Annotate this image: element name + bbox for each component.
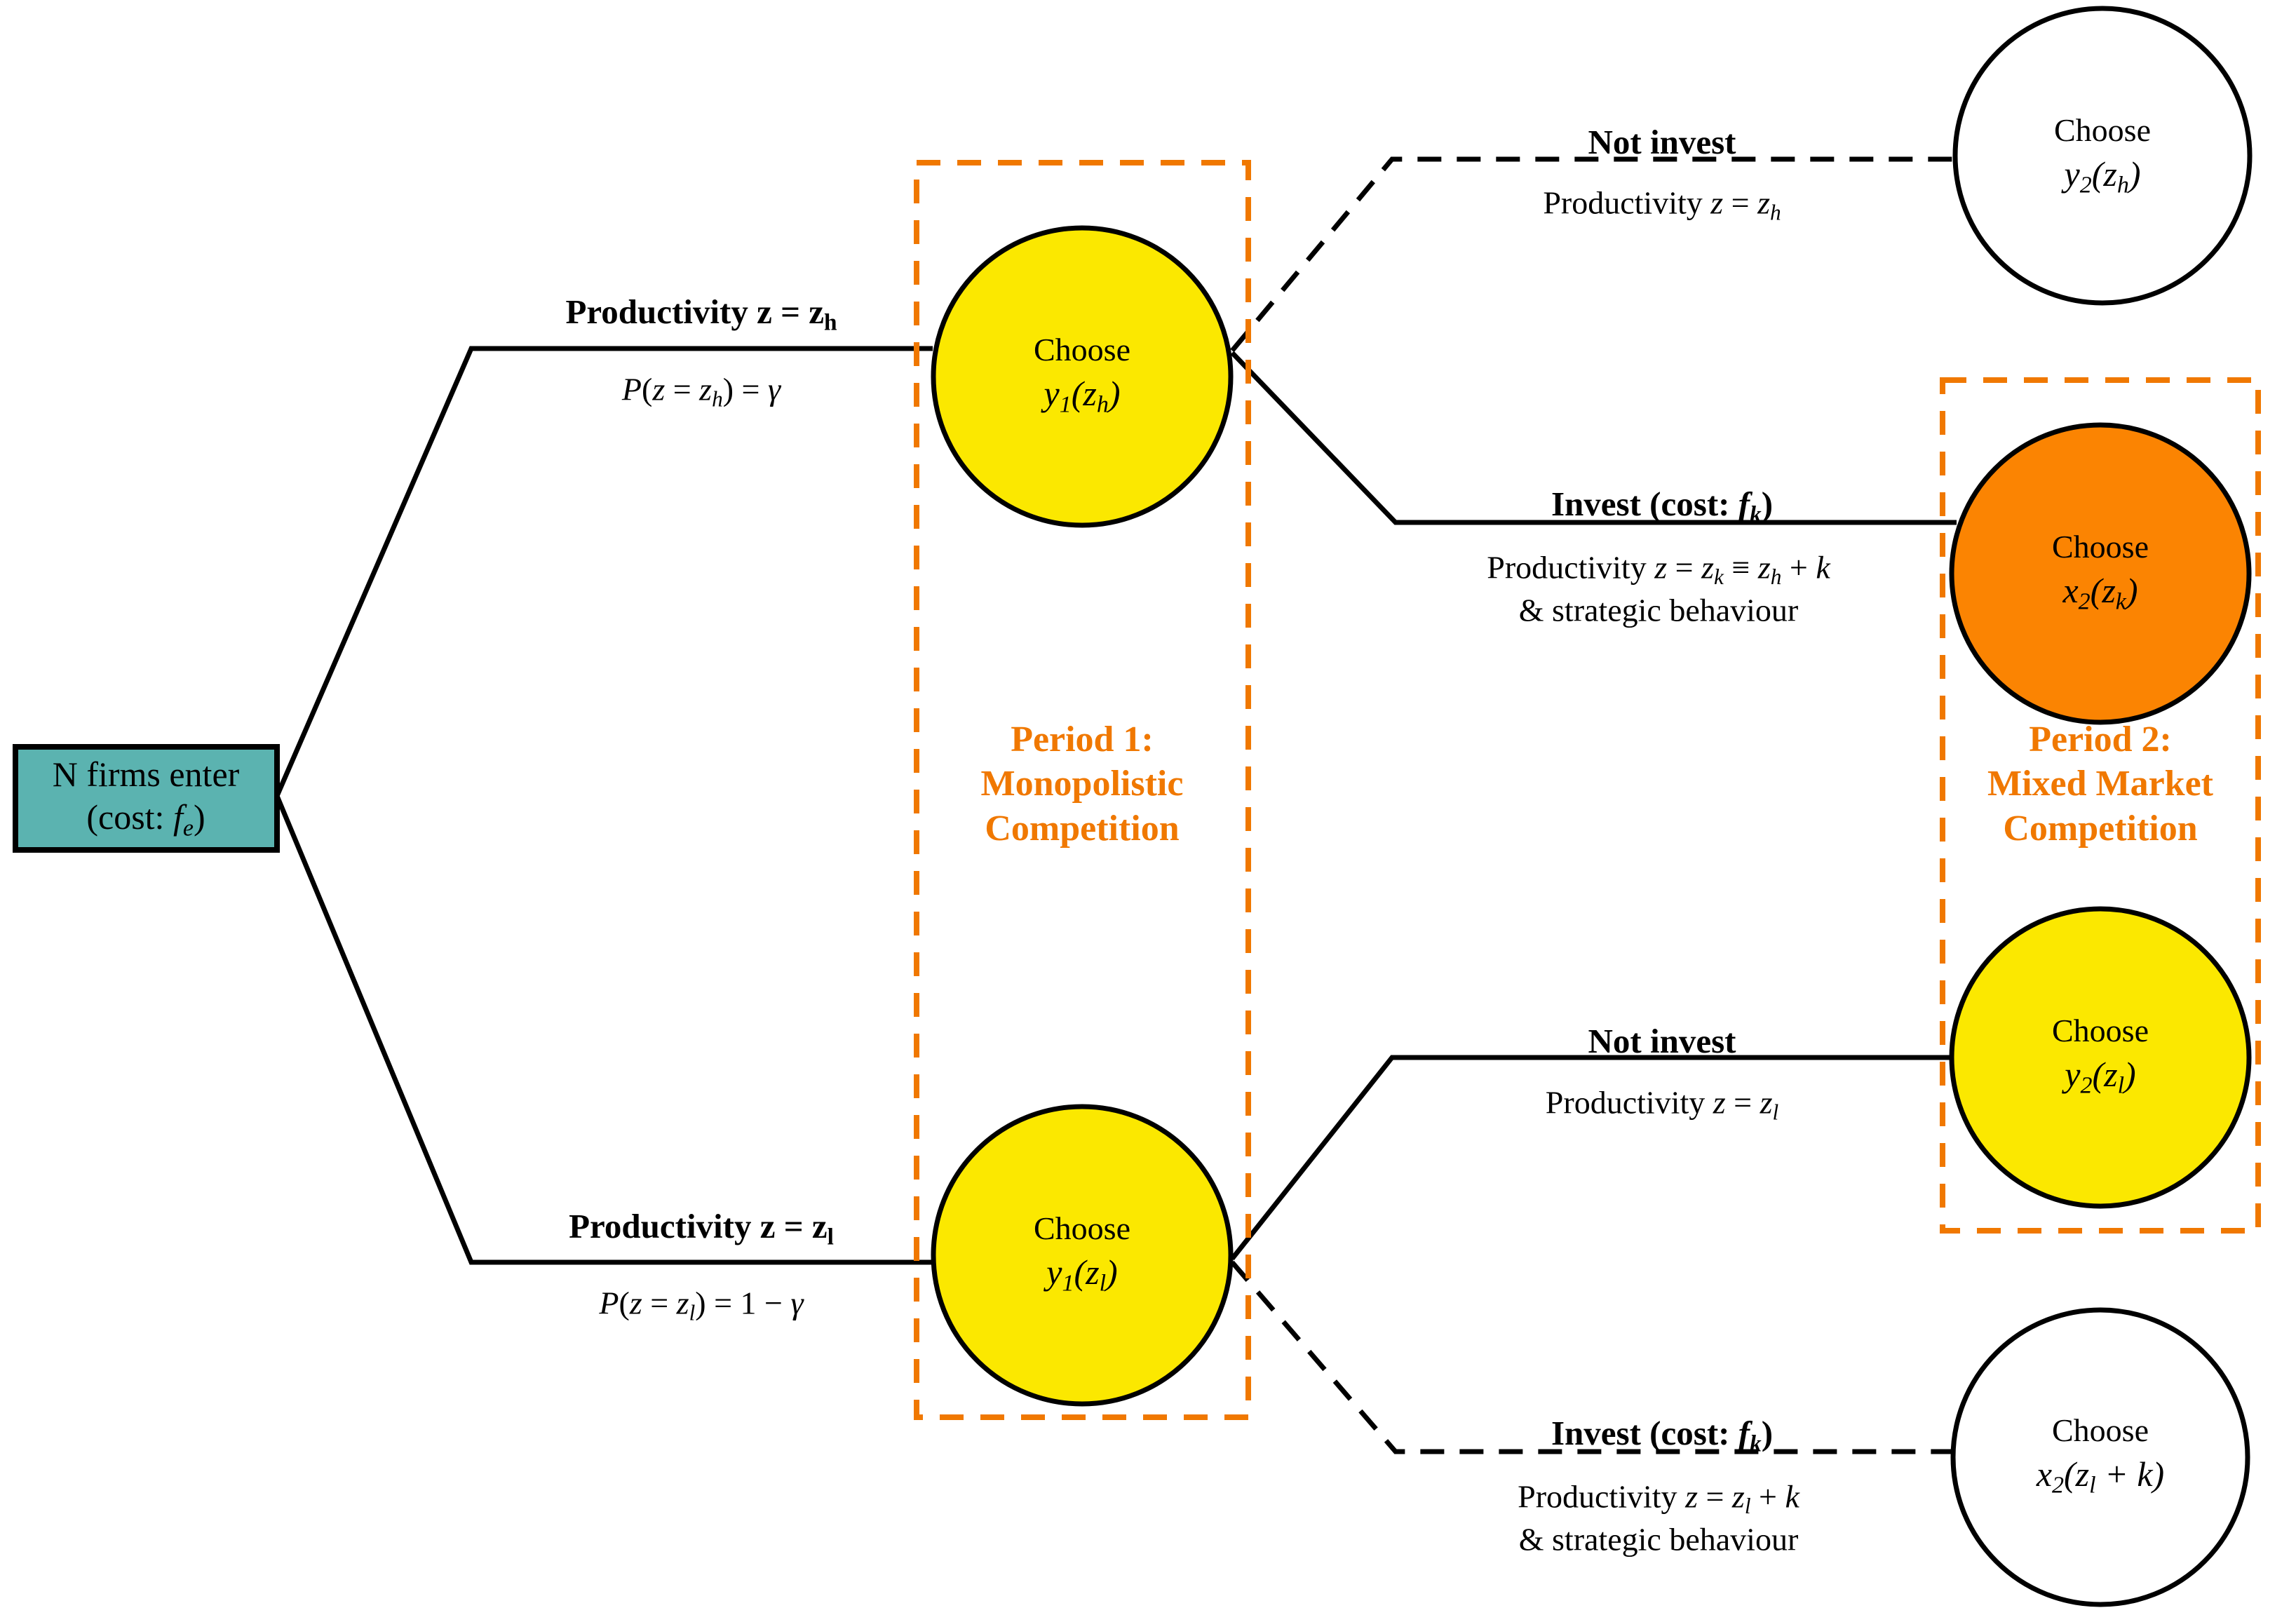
node-x2-zk-label: Choose x2(zk) [2052,528,2149,616]
node-y2-zh-label: Choose y2(zh) [2054,112,2151,200]
edge-high-productivity-bottom-label: P(z = zh) = γ [621,371,781,412]
edge-high-invest-bottom-label: Productivity z = zk ≡ zh + k & strategic… [1487,549,1830,628]
entry-box-line1: N firms enter [52,755,240,795]
edge-high-invest-top-label: Invest (cost: fk) [1551,485,1774,528]
node-y2-zl-choose: Choose [2052,1013,2149,1049]
edge-high-productivity-line [274,346,933,797]
edge-low-not-invest-line [1230,1055,1964,1261]
node-y1-zh-label: Choose y1(zh) [1034,331,1130,419]
node-y2-zl-label: Choose y2(zl) [2052,1012,2149,1100]
period-2-line3: Competition [2003,808,2198,849]
node-y1-zl-label: Choose y1(zl) [1034,1210,1130,1298]
node-y2-zh-shape[interactable] [1952,6,2253,306]
entry-box-label: N firms enter (cost: fe) [53,753,240,843]
node-x2-zl-k-shape[interactable] [1950,1307,2250,1607]
edge-high-invest-line [1230,351,1957,525]
node-x2-zl-k-math: x2(zl + k) [2036,1454,2165,1499]
node-x2-zk-math: x2(zk) [2062,571,2138,615]
node-x2-zk-choose: Choose [2052,529,2149,565]
period-1-label: Period 1: Monopolistic Competition [981,717,1184,851]
period-1-box [914,160,1251,1420]
node-x2-zl-k-label: Choose x2(zl + k) [2037,1412,2164,1500]
period-2-box [1940,377,2261,1234]
period-1-line2: Monopolistic [980,764,1184,804]
edge-high-not-invest-top-label: Not invest [1588,123,1736,162]
node-y2-zh-math: y2(zh) [2064,154,2141,198]
period-1-line3: Competition [985,808,1180,849]
node-x2-zl-k-choose: Choose [2051,1412,2149,1449]
node-y2-zh-choose: Choose [2054,112,2151,149]
edge-low-not-invest-top-label: Not invest [1588,1022,1736,1061]
edge-low-productivity-line [274,795,933,1265]
edge-low-productivity-bottom-label: P(z = zl) = 1 − γ [599,1285,804,1325]
entry-box-line2: (cost: fe) [86,797,205,842]
node-x2-zk-shape[interactable] [1949,422,2252,725]
node-y2-zl-shape[interactable] [1949,906,2252,1209]
node-y1-zh-math: y1(zh) [1044,374,1121,418]
node-y1-zl-shape[interactable] [931,1104,1234,1407]
entry-box-shape [13,744,280,853]
edge-high-not-invest-line [1230,156,1964,353]
node-y1-zh-choose: Choose [1034,332,1130,368]
edge-high-not-invest-bottom-label: Productivity z = zh [1543,184,1781,225]
node-y1-zh-shape[interactable] [931,225,1234,528]
period-2-line1: Period 2: [2029,719,2172,759]
edge-low-not-invest-bottom-label: Productivity z = zl [1545,1084,1779,1125]
period-2-label: Period 2: Mixed Market Competition [1987,717,2213,851]
node-y2-zl-math: y2(zl) [2065,1055,2136,1099]
edge-high-productivity-top-label: Productivity z = zh [565,292,837,336]
node-y1-zl-choose: Choose [1034,1210,1130,1247]
edge-low-invest-top-label: Invest (cost: fk) [1551,1414,1774,1457]
node-y1-zl-math: y1(zl) [1046,1252,1118,1297]
edge-low-invest-line [1230,1260,1964,1454]
edge-low-productivity-top-label: Productivity z = zl [569,1207,834,1250]
period-1-line1: Period 1: [1011,719,1154,759]
period-2-line2: Mixed Market [1987,764,2214,804]
edge-low-invest-bottom-label: Productivity z = zl + k & strategic beha… [1518,1478,1799,1557]
